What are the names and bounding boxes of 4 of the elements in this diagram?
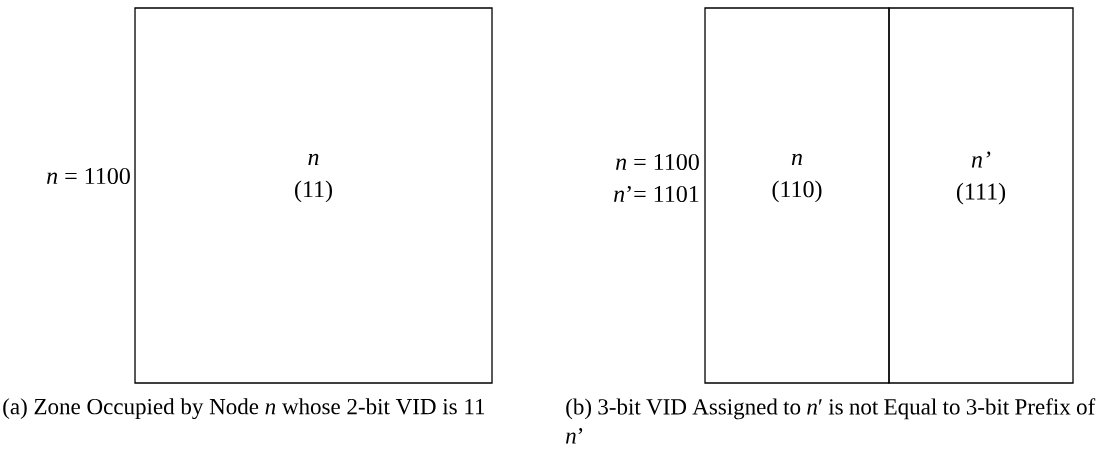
zone-box: n’ (111) xyxy=(888,7,1074,384)
zone-box: n (110) xyxy=(704,7,890,384)
zone-box: n (11) xyxy=(134,7,493,384)
caption: (b) 3-bit VID Assigned to n′ is not Equal to 3-bit Prefix of n’ xyxy=(566,398,1096,444)
